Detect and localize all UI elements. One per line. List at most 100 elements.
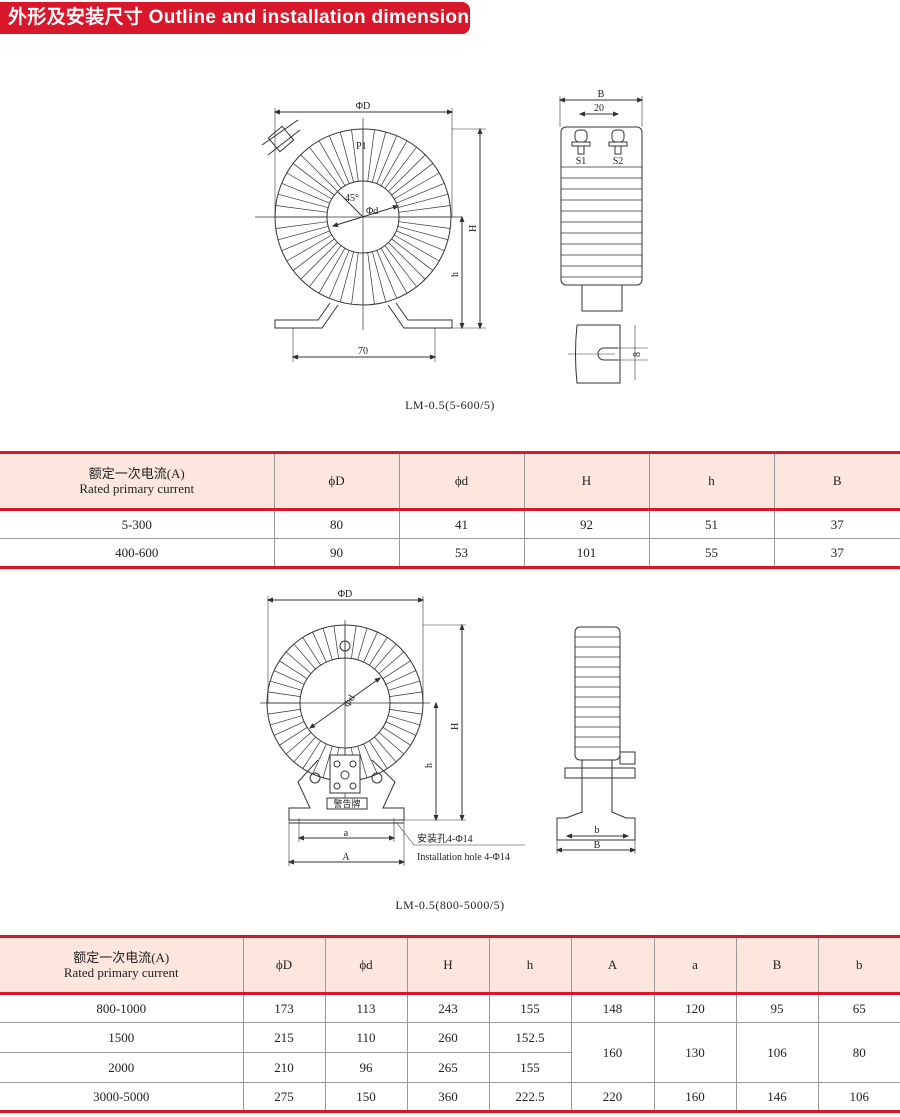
cell: 55 xyxy=(648,538,774,569)
drawing2-caption: LM-0.5(800-5000/5) xyxy=(395,898,505,912)
cell-current: 2000 xyxy=(0,1052,243,1083)
cell: 152.5 xyxy=(488,1022,571,1053)
label-H: H xyxy=(450,723,461,730)
table-row: 2000 210 96 265 155 xyxy=(0,1052,900,1083)
label-h: h xyxy=(424,763,435,768)
dimension-table-1: 额定一次电流(A)Rated primary current ϕD ϕd H h… xyxy=(0,451,900,569)
warning-plate-label: 警告牌 xyxy=(333,798,360,809)
cell-current: 400-600 xyxy=(0,538,274,569)
header-H: H xyxy=(523,451,649,511)
label-phiD: ΦD xyxy=(338,589,353,600)
header-A: A xyxy=(570,935,654,995)
label-20: 20 xyxy=(594,103,604,114)
dimension-table-2: 额定一次电流(A)Rated primary current ϕD ϕd H h… xyxy=(0,935,900,1113)
drawing1-front-view: ΦD P1 45° Φd H h 70 xyxy=(255,101,486,362)
cell: 155 xyxy=(488,1052,571,1083)
cell: 65 xyxy=(817,993,900,1023)
merged-cell-B: 106 xyxy=(735,1022,818,1083)
cell: 101 xyxy=(523,538,649,569)
label-phid: Φd xyxy=(366,206,378,217)
label-angle: 45° xyxy=(345,193,359,204)
label-B: B xyxy=(594,840,601,851)
label-hole-cn: 安装孔4-Φ14 xyxy=(417,832,473,845)
cell-current: 5-300 xyxy=(0,509,274,539)
cell: 146 xyxy=(735,1082,818,1113)
header-H: H xyxy=(406,935,489,995)
cell: 90 xyxy=(273,538,399,569)
label-h: h xyxy=(450,272,461,277)
label-phid: Φd xyxy=(342,693,358,709)
header-a: a xyxy=(653,935,736,995)
cell-current: 1500 xyxy=(0,1022,243,1053)
cell: 120 xyxy=(653,993,736,1023)
header-current-en: Rated primary current xyxy=(63,965,179,980)
cell: 110 xyxy=(324,1022,407,1053)
table-row: 3000-5000 275 150 360 222.5 220 160 146 … xyxy=(0,1082,900,1113)
cell: 96 xyxy=(324,1052,407,1083)
cell: 160 xyxy=(653,1082,736,1113)
label-a: a xyxy=(344,828,349,839)
cell: 53 xyxy=(398,538,524,569)
terminal-s2 xyxy=(608,129,628,155)
header-phid: ϕd xyxy=(324,935,407,995)
cell: 173 xyxy=(242,993,325,1023)
label-phiD: ΦD xyxy=(356,101,371,112)
label-H: H xyxy=(468,225,479,232)
p1-terminal xyxy=(261,119,301,156)
cell: 210 xyxy=(242,1052,325,1083)
cell: 106 xyxy=(817,1082,900,1113)
cell: 37 xyxy=(773,538,900,569)
cell: 360 xyxy=(406,1082,489,1113)
cell-current: 3000-5000 xyxy=(0,1082,243,1113)
cell: 260 xyxy=(406,1022,489,1053)
cell: 275 xyxy=(242,1082,325,1113)
header-current: 额定一次电流(A)Rated primary current xyxy=(0,935,243,995)
header-current: 额定一次电流(A)Rated primary current xyxy=(0,451,274,511)
label-B: B xyxy=(598,89,605,100)
label-b: b xyxy=(595,825,600,836)
label-8: 8 xyxy=(632,352,643,357)
header-B: B xyxy=(773,451,900,511)
cell: 243 xyxy=(406,993,489,1023)
cell: 265 xyxy=(406,1052,489,1083)
winding-lines xyxy=(267,625,423,781)
cell: 95 xyxy=(735,993,818,1023)
cell: 150 xyxy=(324,1082,407,1113)
table-row: 800-1000 173 113 243 155 148 120 95 65 xyxy=(0,993,900,1023)
label-A: A xyxy=(342,852,350,863)
header-current-cn: 额定一次电流(A) xyxy=(73,950,170,965)
merged-cell-A: 160 xyxy=(570,1022,654,1083)
cell: 113 xyxy=(324,993,407,1023)
cell: 222.5 xyxy=(488,1082,571,1113)
header-h: h xyxy=(488,935,571,995)
drawing2-front-view: 警告牌 ΦD Φd H h a A 安装孔4-Φ14 Installation … xyxy=(260,589,525,866)
merged-cell-a: 130 xyxy=(653,1022,736,1083)
table-row: 400-600 90 53 101 55 37 xyxy=(0,538,900,569)
section-header: 外形及安装尺寸 Outline and installation dimensi… xyxy=(0,2,470,34)
drawing1-side-view: B 20 S1 S2 8 xyxy=(560,89,648,384)
header-phid: ϕd xyxy=(398,451,524,511)
cell: 80 xyxy=(273,509,399,539)
cell: 92 xyxy=(523,509,649,539)
terminal-s1 xyxy=(571,129,591,155)
header-current-cn: 额定一次电流(A) xyxy=(88,466,185,481)
cell: 51 xyxy=(648,509,774,539)
section-title: 外形及安装尺寸 Outline and installation dimensi… xyxy=(8,7,470,28)
cell: 215 xyxy=(242,1022,325,1053)
header-B: B xyxy=(735,935,818,995)
header-h: h xyxy=(648,451,774,511)
label-p1: P1 xyxy=(356,141,367,152)
merged-cell-b: 80 xyxy=(817,1022,900,1083)
cell: 155 xyxy=(488,993,571,1023)
cell: 37 xyxy=(773,509,900,539)
cell: 41 xyxy=(398,509,524,539)
header-current-en: Rated primary current xyxy=(79,481,195,496)
cell-current: 800-1000 xyxy=(0,993,243,1023)
header-b: b xyxy=(817,935,900,995)
label-s2: S2 xyxy=(613,156,624,167)
label-s1: S1 xyxy=(576,156,587,167)
label-hole-en: Installation hole 4-Φ14 xyxy=(417,852,510,863)
table-row: 5-300 80 41 92 51 37 xyxy=(0,509,900,539)
table-row: 1500 215 110 260 152.5 160 130 106 80 xyxy=(0,1022,900,1083)
